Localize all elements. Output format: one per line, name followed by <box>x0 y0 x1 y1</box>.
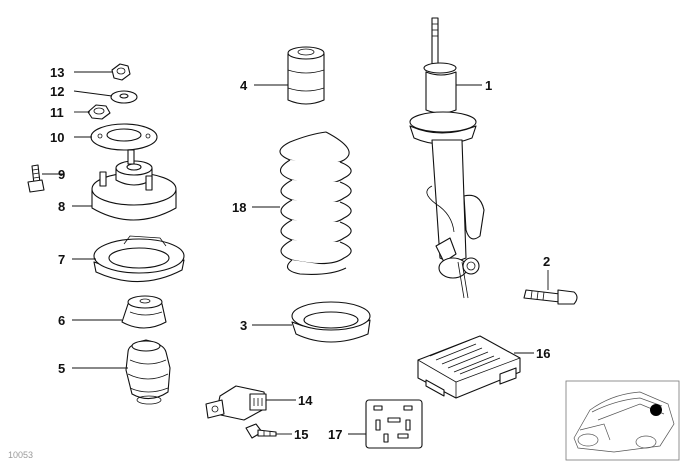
part-1-strut[interactable] <box>409 17 485 299</box>
part-9-bolt[interactable] <box>27 164 45 193</box>
part-14-sensor[interactable] <box>205 385 267 421</box>
part-4-dust-boot[interactable] <box>287 46 325 105</box>
part-2-bolt[interactable] <box>523 289 578 305</box>
part-18-coil-spring[interactable] <box>279 131 352 275</box>
callout-labels: 13 12 11 10 9 8 7 6 5 4 18 3 1 2 16 14 1… <box>8 65 550 460</box>
part-7-spring-pad[interactable] <box>93 235 185 283</box>
callout-12[interactable]: 12 <box>50 84 64 99</box>
leader-lines <box>42 71 549 435</box>
callout-6[interactable]: 6 <box>58 313 65 328</box>
part-12-washer[interactable] <box>110 90 138 104</box>
part-11-nut[interactable] <box>87 104 111 120</box>
callout-14[interactable]: 14 <box>298 393 313 408</box>
car-locator-thumbnail <box>565 380 680 461</box>
callout-13[interactable]: 13 <box>50 65 64 80</box>
part-17-relay[interactable] <box>365 399 423 449</box>
part-8-strut-mount[interactable] <box>91 149 177 221</box>
callout-2[interactable]: 2 <box>543 254 550 269</box>
callout-16[interactable]: 16 <box>536 346 550 361</box>
callout-11[interactable]: 11 <box>50 105 64 120</box>
part-16-control-unit[interactable] <box>417 335 521 399</box>
callout-5[interactable]: 5 <box>58 361 65 376</box>
callout-15[interactable]: 15 <box>294 427 308 442</box>
watermark-text: 10053 <box>8 450 33 460</box>
location-marker-icon <box>650 404 662 416</box>
callout-7[interactable]: 7 <box>58 252 65 267</box>
callout-10[interactable]: 10 <box>50 130 64 145</box>
part-3-lower-pad[interactable] <box>291 301 371 343</box>
part-13-nut[interactable] <box>111 63 131 81</box>
callout-17[interactable]: 17 <box>328 427 342 442</box>
callout-3[interactable]: 3 <box>240 318 247 333</box>
callout-9[interactable]: 9 <box>58 167 65 182</box>
part-6-bump-cap[interactable] <box>121 295 167 329</box>
part-15-screw[interactable] <box>245 423 277 439</box>
callout-1[interactable]: 1 <box>485 78 492 93</box>
part-10-plate[interactable] <box>90 123 158 151</box>
callout-4[interactable]: 4 <box>240 78 248 93</box>
part-5-bump-stop[interactable] <box>125 339 171 405</box>
callout-18[interactable]: 18 <box>232 200 246 215</box>
callout-8[interactable]: 8 <box>58 199 65 214</box>
